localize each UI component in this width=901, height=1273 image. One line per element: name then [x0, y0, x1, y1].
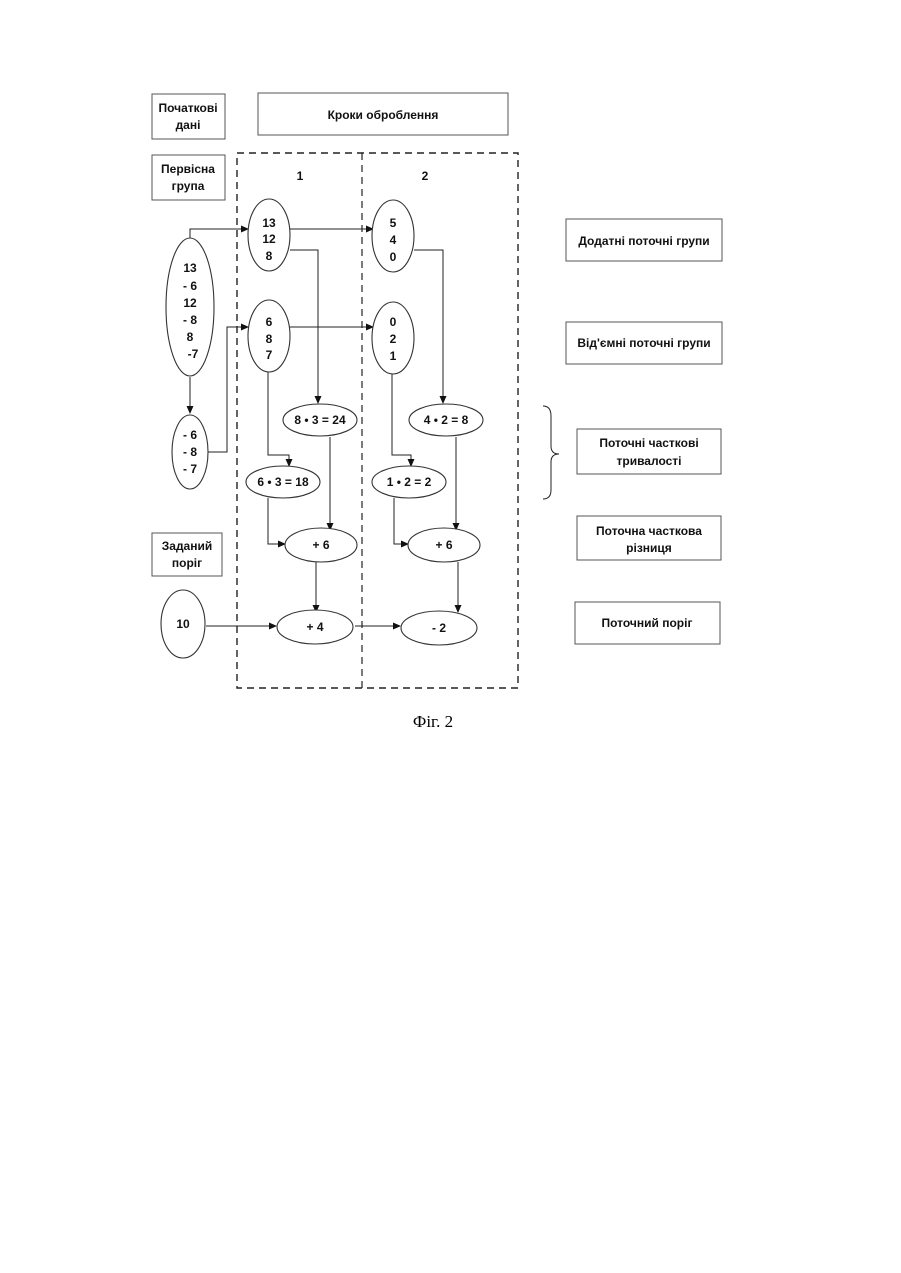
- group-value: 0: [390, 250, 397, 264]
- positive-groups-box: Додатні поточні групи: [566, 219, 722, 261]
- negative-groups-label: Від'ємні поточні групи: [577, 336, 710, 350]
- partial-difference-box: Поточна часткова різниця: [577, 516, 721, 560]
- duration-value: 8 • 3 = 24: [294, 413, 346, 427]
- difference-step1-node: + 6: [285, 528, 357, 562]
- threshold-initial-node: 10: [161, 590, 205, 658]
- duration-value: 6 • 3 = 18: [257, 475, 309, 489]
- partial-difference-label-1: Поточна часткова: [596, 524, 702, 538]
- negative-value: - 8: [183, 445, 197, 459]
- edge-pos2-to-dur: [414, 250, 443, 403]
- positive-groups-label: Додатні поточні групи: [578, 234, 709, 248]
- threshold-step-value: + 4: [306, 620, 323, 634]
- group-value: 12: [262, 232, 276, 246]
- figure-caption: Фіг. 2: [413, 712, 453, 731]
- group-value: 6: [266, 315, 273, 329]
- edge-negatives-to-neg1: [207, 327, 248, 452]
- primary-group-node: 13 - 6 12 - 8 8 -7: [166, 238, 214, 376]
- threshold-step2-node: - 2: [401, 611, 477, 645]
- negative-groups-box: Від'ємні поточні групи: [566, 322, 722, 364]
- threshold-step1-node: + 4: [277, 610, 353, 644]
- primary-group-box: Первісна група: [152, 155, 225, 200]
- primary-value: - 8: [183, 313, 197, 327]
- duration-value: 4 • 2 = 8: [424, 413, 469, 427]
- processing-steps-box: Кроки оброблення: [258, 93, 508, 135]
- threshold-value: 10: [176, 617, 190, 631]
- difference-value: + 6: [312, 538, 329, 552]
- duration-pos-step1-node: 8 • 3 = 24: [283, 404, 357, 436]
- durations-brace: [543, 406, 559, 499]
- primary-value: -7: [188, 347, 199, 361]
- primary-value: 12: [183, 296, 197, 310]
- duration-value: 1 • 2 = 2: [387, 475, 432, 489]
- primary-value: 8: [187, 330, 194, 344]
- neg-group-step1-node: 6 8 7: [248, 300, 290, 372]
- initial-data-box: Початкові дані: [152, 94, 225, 139]
- given-threshold-box: Заданий поріг: [152, 533, 222, 576]
- processing-steps-label: Кроки оброблення: [328, 108, 439, 122]
- given-threshold-label-2: поріг: [172, 556, 202, 570]
- current-threshold-box: Поточний поріг: [575, 602, 720, 644]
- partial-difference-label-2: різниця: [626, 541, 672, 555]
- group-value: 5: [390, 216, 397, 230]
- edge-dur-neg2-to-diff: [394, 498, 408, 544]
- edge-neg2-to-dur: [392, 374, 411, 466]
- given-threshold-label-1: Заданий: [162, 539, 212, 553]
- group-value: 0: [390, 315, 397, 329]
- group-value: 1: [390, 349, 397, 363]
- threshold-step-value: - 2: [432, 621, 446, 635]
- primary-value: 13: [183, 261, 197, 275]
- partial-durations-label-2: тривалості: [617, 454, 682, 468]
- pos-group-step1-node: 13 12 8: [248, 199, 290, 271]
- group-value: 13: [262, 216, 276, 230]
- difference-step2-node: + 6: [408, 528, 480, 562]
- current-threshold-label: Поточний поріг: [602, 616, 693, 630]
- step-number-1: 1: [297, 169, 304, 183]
- initial-data-label-1: Початкові: [158, 101, 217, 115]
- pos-group-step2-node: 5 4 0: [372, 200, 414, 272]
- edge-dur-neg1-to-diff: [268, 498, 285, 544]
- difference-value: + 6: [435, 538, 452, 552]
- duration-neg-step2-node: 1 • 2 = 2: [372, 466, 446, 498]
- group-value: 8: [266, 249, 273, 263]
- partial-durations-label-1: Поточні часткові: [599, 436, 698, 450]
- primary-group-label-1: Первісна: [161, 162, 215, 176]
- group-value: 8: [266, 332, 273, 346]
- partial-durations-box: Поточні часткові тривалості: [577, 429, 721, 474]
- duration-neg-step1-node: 6 • 3 = 18: [246, 466, 320, 498]
- negative-value: - 7: [183, 462, 197, 476]
- initial-data-label-2: дані: [176, 118, 201, 132]
- group-value: 7: [266, 348, 273, 362]
- primary-group-label-2: група: [172, 179, 205, 193]
- negatives-initial-node: - 6 - 8 - 7: [172, 415, 208, 489]
- step-number-2: 2: [422, 169, 429, 183]
- edge-primary-to-pos1: [190, 229, 248, 238]
- group-value: 4: [390, 233, 397, 247]
- negative-value: - 6: [183, 428, 197, 442]
- group-value: 2: [390, 332, 397, 346]
- duration-pos-step2-node: 4 • 2 = 8: [409, 404, 483, 436]
- neg-group-step2-node: 0 2 1: [372, 302, 414, 374]
- primary-value: - 6: [183, 279, 197, 293]
